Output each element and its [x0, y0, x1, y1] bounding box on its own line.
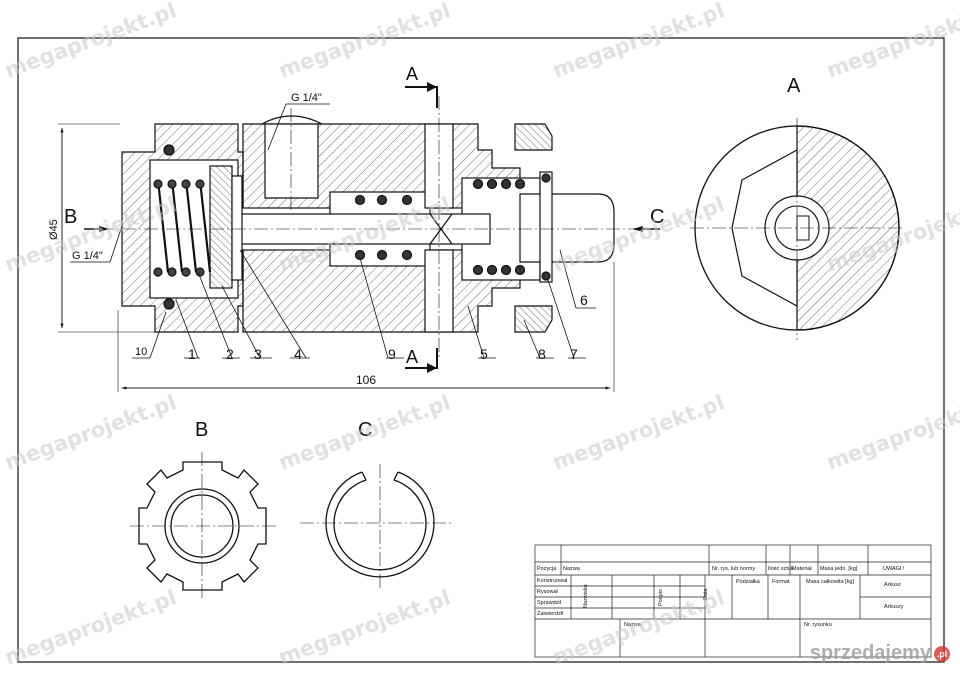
badge-pl-icon: .pl	[934, 645, 950, 662]
view-c-title: C	[358, 419, 372, 441]
tb-mass-total: Masa całkowita [kg]	[806, 579, 854, 585]
view-c	[300, 464, 452, 590]
watermark-9: megaprojekt.pl	[2, 390, 180, 474]
part-label-9: 9	[388, 346, 396, 362]
tb-vertical-data: Data	[703, 587, 709, 600]
sprzedajemy-badge[interactable]: sprzedajemy .pl	[810, 642, 950, 665]
part-label-8: 8	[538, 346, 546, 362]
watermark-1: megaprojekt.pl	[2, 0, 180, 83]
tb-format: Format	[772, 579, 790, 585]
tb-sheet: Arkusz	[884, 582, 901, 588]
watermark-14: megaprojekt.pl	[276, 585, 454, 669]
tb-header-nazwa: Nazwa	[563, 566, 581, 572]
part-label-10: 10	[135, 346, 147, 358]
view-a-title: A	[787, 75, 801, 97]
diameter-dimension: Ø45	[48, 219, 60, 240]
watermark-3: megaprojekt.pl	[550, 0, 728, 83]
title-block	[534, 544, 932, 658]
watermark-11: megaprojekt.pl	[550, 390, 728, 474]
part-label-1: 1	[188, 346, 196, 362]
section-marker-top: A	[406, 64, 418, 84]
view-b-title: B	[195, 419, 208, 441]
length-dimension: 106	[356, 373, 376, 387]
part-label-2: 2	[226, 346, 234, 362]
tb-role-zatwierdzil: Zatwierdził	[537, 611, 564, 617]
watermark-2: megaprojekt.pl	[276, 0, 454, 83]
watermark-4: megaprojekt.pl	[824, 0, 960, 83]
watermark-12: megaprojekt.pl	[824, 390, 960, 474]
tb-header-nr: Nr. rys. lub normy	[712, 566, 755, 572]
part-label-5: 5	[480, 346, 488, 362]
watermark-10: megaprojekt.pl	[276, 390, 454, 474]
tb-role-rysowal: Rysował	[537, 589, 559, 595]
thread-left-label: G 1/4"	[72, 250, 103, 262]
tb-header-pozycja: Pozycja	[537, 566, 557, 572]
tb-role-sprawdzil: Sprawdził	[537, 600, 562, 606]
part-label-6: 6	[580, 292, 588, 308]
tb-drawing-no: Nr. rysunku	[804, 622, 832, 628]
tb-scale: Podziałka	[736, 579, 761, 585]
part-label-3: 3	[254, 346, 262, 362]
badge-brand: sprzedajemy	[809, 642, 931, 664]
part-label-4: 4	[294, 346, 302, 362]
section-marker-bottom: A	[406, 347, 418, 367]
tb-header-masa: Masa jedn. [kg]	[820, 566, 858, 572]
drawing-frame	[17, 37, 945, 663]
tb-sheets: Arkuszy	[884, 604, 904, 610]
tb-vertical-podpis: Podpis	[658, 589, 664, 606]
arrow-b-label: B	[64, 206, 77, 228]
arrow-c-label: C	[650, 206, 664, 228]
part-label-7: 7	[570, 346, 578, 362]
watermark-13: megaprojekt.pl	[2, 585, 180, 669]
tb-name: Nazwa	[624, 622, 642, 628]
view-a	[690, 118, 905, 340]
tb-header-ilosc: Ilość sztuk	[768, 566, 794, 572]
view-b	[130, 452, 276, 600]
tb-header-uwagi: UWAGI !	[883, 566, 905, 572]
thread-top-label: G 1/4"	[291, 92, 322, 104]
tb-role-konstruowal: Konstruował	[537, 578, 568, 584]
tb-vertical-nazwisko: Nazwisko	[583, 584, 589, 608]
tb-header-material: Materiał	[792, 566, 812, 572]
